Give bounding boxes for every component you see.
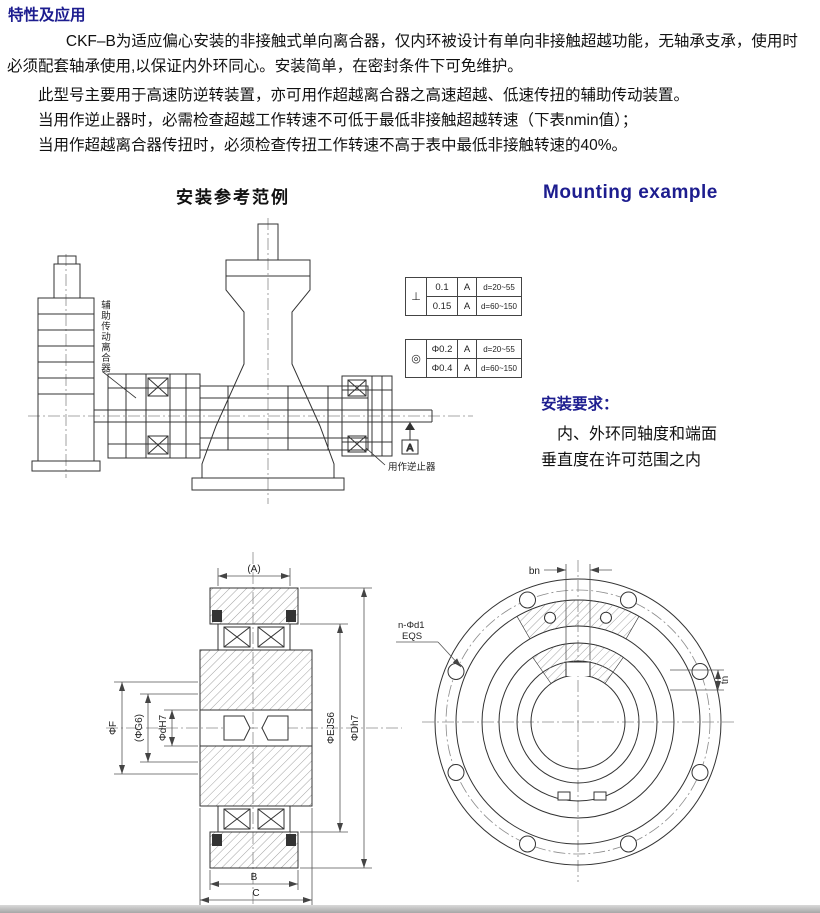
dimension-labels: (A) ΦdH7 (ΦG6) ΦF ΦEJS6 ΦDh7 B C — [108, 564, 361, 899]
datum-letter: A — [407, 443, 414, 454]
inner-hub — [199, 649, 313, 807]
section-title-zh: 安装参考范例 — [176, 188, 290, 207]
tolerance-datum: A — [457, 358, 477, 378]
bolt-circle — [445, 589, 711, 855]
label-backstop: 用作逆止器 — [388, 462, 436, 473]
tolerance-datum: A — [457, 277, 477, 297]
bolt-holes — [447, 591, 709, 853]
tolerance-datum: A — [457, 339, 477, 359]
intro-text: CKF–B为适应偏心安装的非接触式单向离合器，仅内环被设计有单向非接触超越功能，… — [0, 27, 820, 158]
tolerance-datum: A — [457, 296, 477, 316]
leader-lines — [102, 371, 386, 466]
page-bottom-edge — [0, 905, 820, 913]
cross-section-drawing: (A) ΦdH7 (ΦG6) ΦF ΦEJS6 ΦDh7 B C — [106, 552, 402, 906]
tolerance-range: d=20~55 — [476, 339, 522, 359]
datum-symbol: A — [401, 422, 419, 455]
tolerance-value: 0.1 — [426, 277, 458, 297]
section-title-en: Mounting example — [543, 182, 718, 203]
outer-ring-sections — [209, 587, 299, 869]
tolerance-value: Φ0.2 — [426, 339, 458, 359]
install-requirements-title: 安装要求： — [541, 396, 619, 413]
set-screws — [557, 791, 607, 801]
dimensions — [114, 568, 372, 906]
mounting-drawing: A — [28, 218, 473, 504]
backstop-clutch-assembly — [341, 375, 393, 457]
label-bolt-count: n-Φd1 — [398, 620, 425, 631]
keyway — [565, 661, 591, 676]
tolerance-table-concentricity: ◎ Φ0.2 A d=20~55 Φ0.4 A d=60~150 — [405, 339, 522, 378]
dimension-labels: bn tn n-Φd1 EQS — [398, 566, 731, 684]
page-title: 特性及应用 — [8, 7, 86, 24]
install-requirements-line: 内、外环同轴度和端面 — [557, 426, 718, 443]
tolerance-table-perpendicularity: ⊥ 0.1 A d=20~55 0.15 A d=60~150 — [405, 277, 522, 316]
dim-label-C: C — [252, 888, 259, 899]
through-shaft — [108, 409, 433, 423]
front-view-drawing: bn tn n-Φd1 EQS — [396, 560, 734, 882]
tolerance-symbol: ◎ — [405, 339, 427, 378]
centerlines — [422, 560, 734, 882]
install-requirements: 安装要求： 内、外环同轴度和端面 垂直度在许可范围之内 — [541, 392, 761, 474]
dim-label-G6: (ΦG6) — [134, 714, 145, 742]
seal-blocks — [212, 610, 296, 846]
centerlines — [28, 218, 473, 504]
dim-label-Dh7: ΦDh7 — [350, 714, 361, 741]
tolerance-value: 0.15 — [426, 296, 458, 316]
intro-paragraph: 此型号主要用于高速防逆转装置，亦可用作超越离合器之高速超越、低速传扭的辅助传动装… — [38, 87, 690, 104]
sprag-cages — [217, 623, 291, 833]
install-requirements-line: 垂直度在许可范围之内 — [541, 452, 702, 469]
tolerance-range: d=60~150 — [476, 358, 522, 378]
dim-label-bn: bn — [529, 566, 540, 577]
dim-label-dH7: ΦdH7 — [158, 714, 169, 741]
intro-paragraph: 当用作超越离合器传扭时，必须检查传扭工作转速不高于表中最低非接触转速的40%。 — [38, 137, 628, 154]
tolerance-symbol: ⊥ — [405, 277, 427, 316]
tolerance-range: d=20~55 — [476, 277, 522, 297]
key-section — [223, 715, 251, 741]
key-section — [261, 715, 289, 741]
gearbox-housing — [191, 223, 369, 491]
intro-paragraph: 当用作逆止器时，必需检查超越工作转速不可低于最低非接触超越转速（下表nmin值）… — [38, 112, 638, 129]
label-eqs: EQS — [402, 631, 422, 642]
sprag-rollers — [544, 611, 612, 624]
dimensions — [396, 564, 724, 691]
dim-label-B: B — [251, 872, 258, 883]
tolerance-value: Φ0.4 — [426, 358, 458, 378]
dim-label-F: ΦF — [108, 721, 119, 735]
dim-label-A: (A) — [247, 564, 260, 575]
dim-label-EJS6: ΦEJS6 — [326, 712, 337, 744]
intro-paragraph: CKF–B为适应偏心安装的非接触式单向离合器，仅内环被设计有单向非接触超越功能，… — [7, 33, 798, 75]
dim-label-tn: tn — [720, 676, 731, 684]
tolerance-range: d=60~150 — [476, 296, 522, 316]
label-aux-clutch: 辅助传动离合器 — [99, 300, 110, 374]
